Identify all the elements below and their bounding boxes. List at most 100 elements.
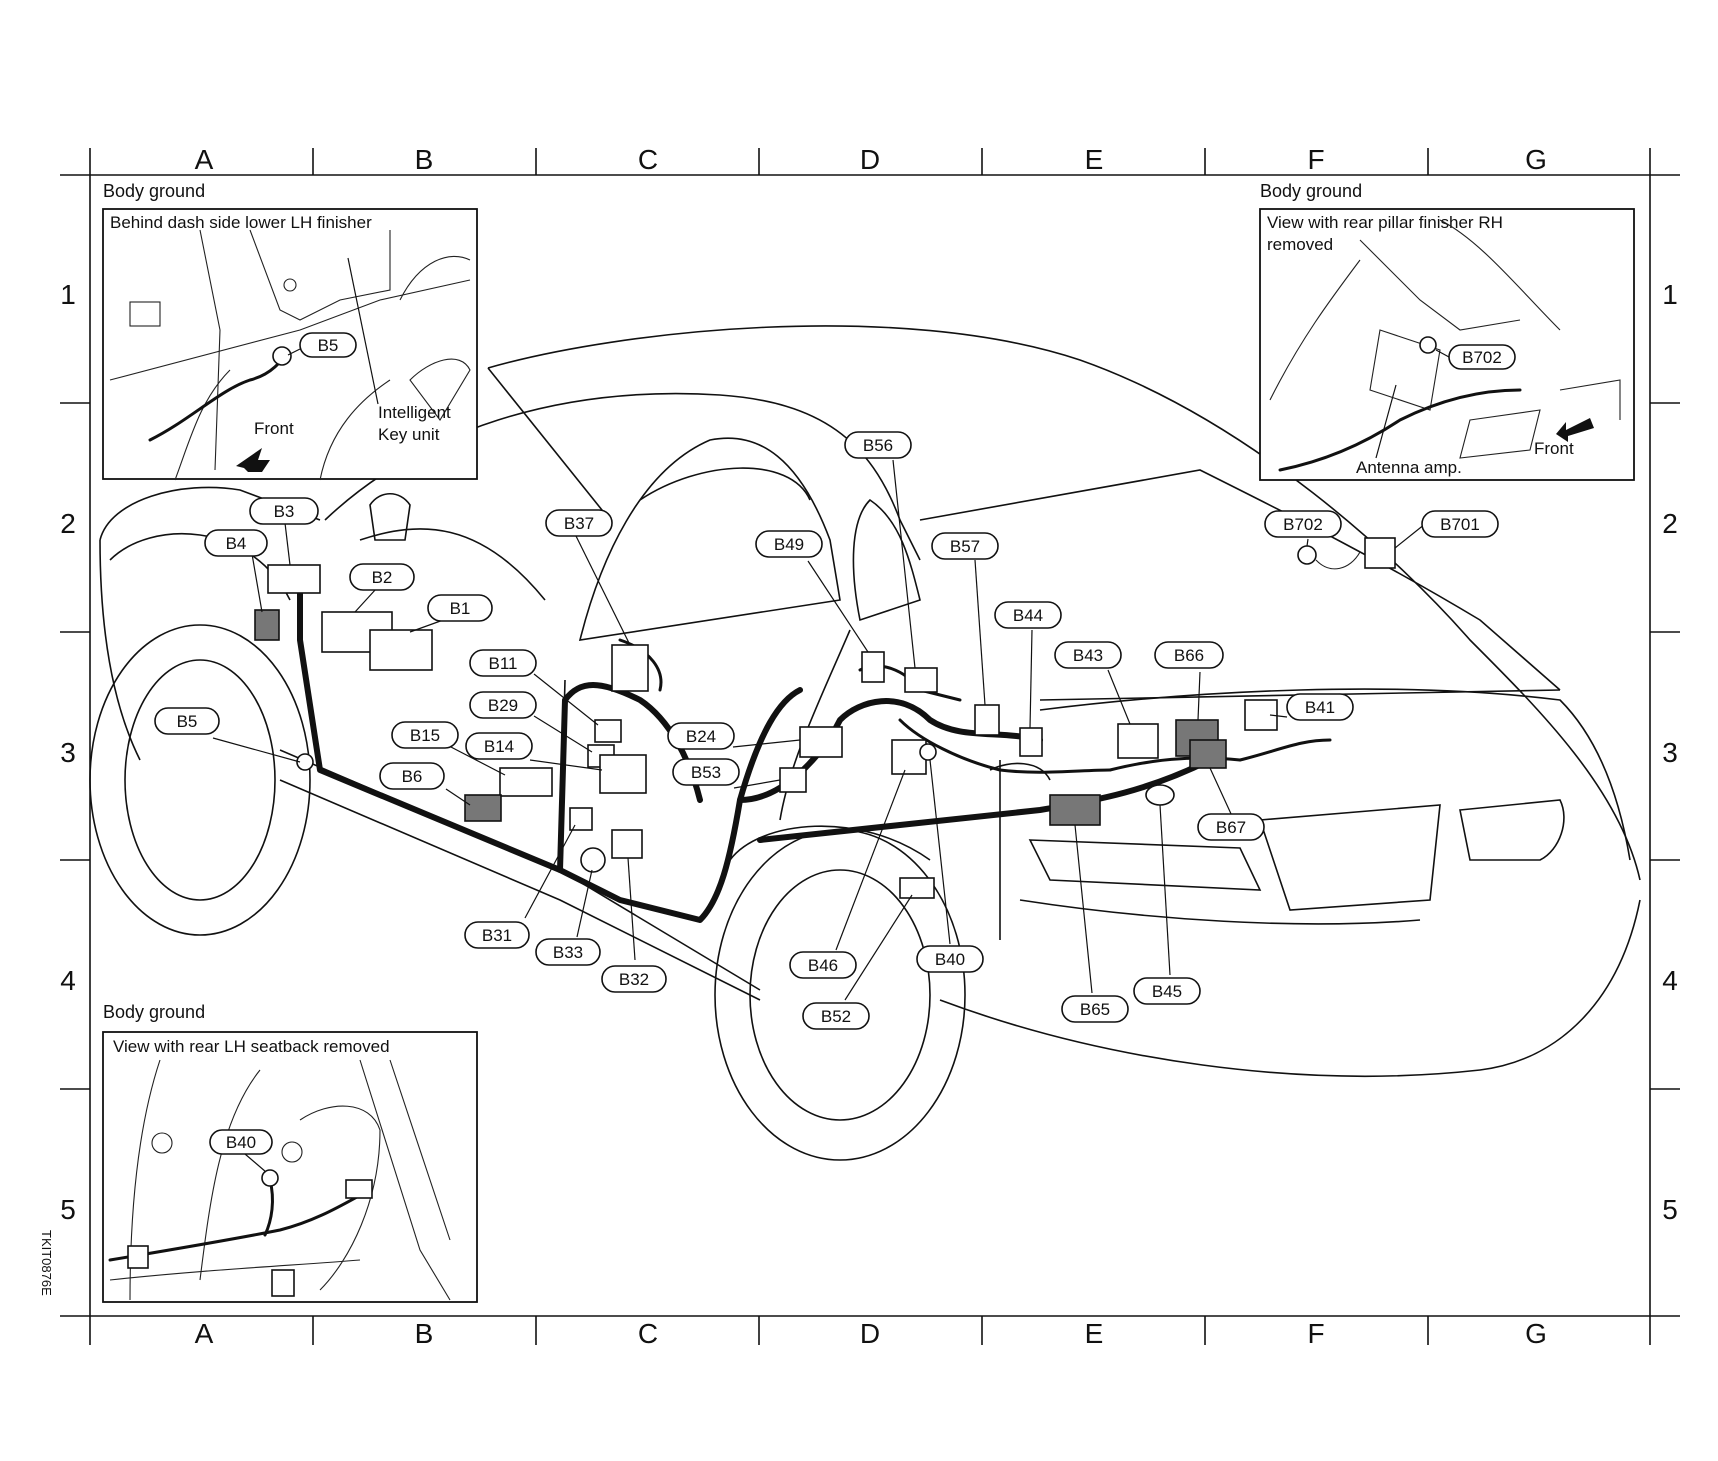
- inset-top-left-unit-line2: Key unit: [378, 425, 440, 444]
- inset-top-left-front-label: Front: [254, 419, 294, 438]
- svg-text:B41: B41: [1305, 698, 1335, 717]
- front-arrow-icon-right: [1556, 418, 1594, 442]
- connector-label-b52: B52: [802, 1002, 870, 1030]
- svg-text:B11: B11: [489, 654, 518, 673]
- connector-body-b701: [1364, 537, 1396, 569]
- connector-label-b46: B46: [789, 951, 857, 979]
- connector-label-b14: B14: [465, 732, 533, 760]
- connector-body-b40: [919, 743, 937, 761]
- connector-label-b24: B24: [667, 722, 735, 750]
- svg-text:B53: B53: [691, 763, 721, 782]
- svg-text:B6: B6: [402, 767, 423, 786]
- connector-label-b66: B66: [1154, 641, 1224, 669]
- svg-text:B4: B4: [226, 534, 247, 553]
- connector-body-b1: [369, 629, 433, 671]
- svg-text:B33: B33: [553, 943, 583, 962]
- grid-row-4-right: 4: [1662, 965, 1678, 996]
- svg-text:B40: B40: [935, 950, 965, 969]
- svg-text:B52: B52: [821, 1007, 851, 1026]
- connector-label-b65: B65: [1061, 995, 1129, 1023]
- svg-text:B46: B46: [808, 956, 838, 975]
- inset-top-right-amp-label: Antenna amp.: [1356, 458, 1462, 477]
- grid-row-1-right: 1: [1662, 279, 1678, 310]
- svg-text:B15: B15: [410, 726, 440, 745]
- connector-body-b67: [1189, 739, 1227, 769]
- grid-row-3: 3: [60, 737, 76, 768]
- grid-row-5: 5: [60, 1194, 76, 1225]
- svg-text:B65: B65: [1080, 1000, 1110, 1019]
- connector-label-b29: B29: [469, 691, 537, 719]
- connector-body-b56: [904, 667, 938, 693]
- connector-label-b67: B67: [1197, 813, 1265, 841]
- svg-text:B32: B32: [619, 970, 649, 989]
- inset-bottom-left-connector: B40: [226, 1133, 256, 1152]
- connector-body-b57: [974, 704, 1000, 736]
- connector-label-b11: B11: [469, 649, 537, 677]
- grid-col-f-bottom: F: [1307, 1318, 1324, 1349]
- svg-text:B45: B45: [1152, 982, 1182, 1001]
- grid-col-g-bottom: G: [1525, 1318, 1547, 1349]
- svg-text:B5: B5: [177, 712, 198, 731]
- inset-top-left-unit-line1: Intelligent: [378, 403, 451, 422]
- inset-top-right: Body ground View with rear pillar finish…: [1259, 181, 1635, 481]
- svg-text:B2: B2: [372, 568, 393, 587]
- svg-text:B57: B57: [950, 537, 980, 556]
- connector-label-b49: B49: [755, 530, 823, 558]
- grid-col-b: B: [415, 144, 434, 175]
- svg-text:B14: B14: [484, 737, 514, 756]
- inset-bottom-left-caption: View with rear LH seatback removed: [113, 1037, 390, 1056]
- connector-body-b702: [1297, 545, 1317, 565]
- svg-text:B702: B702: [1283, 515, 1323, 534]
- connector-body-b31: [569, 807, 593, 831]
- connector-label-b57: B57: [931, 532, 999, 560]
- connector-label-b2: B2: [349, 563, 415, 591]
- connector-label-b53: B53: [672, 758, 740, 786]
- connector-label-b56: B56: [844, 431, 912, 459]
- grid-col-e: E: [1085, 144, 1104, 175]
- connector-body-b24: [799, 726, 843, 758]
- inset-bottom-left-title: Body ground: [103, 1002, 205, 1022]
- connector-body-b6: [464, 794, 502, 822]
- grid-col-g: G: [1525, 144, 1547, 175]
- svg-text:B701: B701: [1440, 515, 1480, 534]
- svg-text:B37: B37: [564, 514, 594, 533]
- connector-label-b32: B32: [601, 965, 667, 993]
- svg-text:B24: B24: [686, 727, 716, 746]
- svg-text:B29: B29: [488, 696, 518, 715]
- grid-row-5-right: 5: [1662, 1194, 1678, 1225]
- grid-col-b-bottom: B: [415, 1318, 434, 1349]
- inset-bottom-left: Body ground View with rear LH seatback r…: [102, 1002, 478, 1303]
- grid-column-labels-bottom: A B C D E F G: [195, 1318, 1547, 1349]
- connector-label-b702: B702: [1264, 510, 1342, 538]
- inset-top-right-title: Body ground: [1260, 181, 1362, 201]
- svg-text:B1: B1: [450, 599, 471, 618]
- grid-col-c: C: [638, 144, 658, 175]
- grid-col-a-bottom: A: [195, 1318, 214, 1349]
- connector-body-b44: [1019, 727, 1043, 757]
- connector-label-b3: B3: [249, 497, 319, 525]
- front-arrow-icon: [236, 448, 270, 472]
- grid-column-labels-top: A B C D E F G: [195, 144, 1547, 175]
- connector-body-b45: [1145, 784, 1175, 806]
- connector-body-b32: [611, 829, 643, 859]
- connector-label-b701: B701: [1421, 510, 1499, 538]
- connector-label-b33: B33: [535, 938, 601, 966]
- connector-label-b31: B31: [464, 921, 530, 949]
- grid-col-f: F: [1307, 144, 1324, 175]
- connector-body-b37: [611, 644, 649, 692]
- connector-label-b43: B43: [1054, 641, 1122, 669]
- grid-col-a: A: [195, 144, 214, 175]
- connector-label-b45: B45: [1133, 977, 1201, 1005]
- connector-body-b14: [599, 754, 647, 794]
- connector-label-b6: B6: [379, 762, 445, 790]
- svg-text:B67: B67: [1216, 818, 1246, 837]
- svg-text:B44: B44: [1013, 606, 1043, 625]
- connector-label-b5: B5: [154, 707, 220, 735]
- inset-top-right-front-label: Front: [1534, 439, 1574, 458]
- inset-top-left-title: Body ground: [103, 181, 205, 201]
- grid-row-labels-left: 1 2 3 4 5: [60, 279, 76, 1225]
- grid-col-c-bottom: C: [638, 1318, 658, 1349]
- callout-leaders: [212, 459, 1426, 1001]
- connector-body-b46: [891, 739, 927, 775]
